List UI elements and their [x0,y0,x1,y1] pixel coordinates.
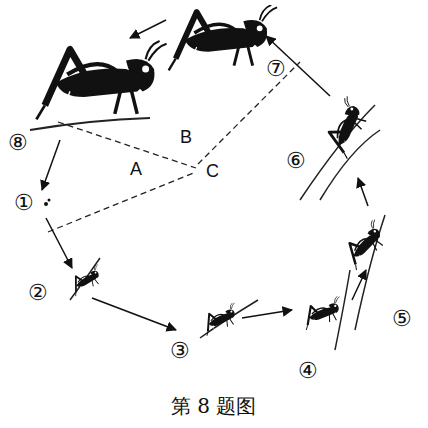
stage-number: ④ [298,360,318,382]
figure-caption: 第 8 题图 [171,396,256,416]
stage-number: ⑤ [392,308,412,330]
stage-number: ⑥ [286,150,306,172]
stage-number: ③ [170,340,190,362]
region-letter: C [206,162,219,180]
region-letter: B [180,128,192,146]
stage-number: ① [14,192,34,214]
stage-number: ⑧ [8,132,28,154]
stage-number: ⑦ [266,58,286,80]
region-letter: A [130,160,142,178]
stage-number: ② [28,282,48,304]
